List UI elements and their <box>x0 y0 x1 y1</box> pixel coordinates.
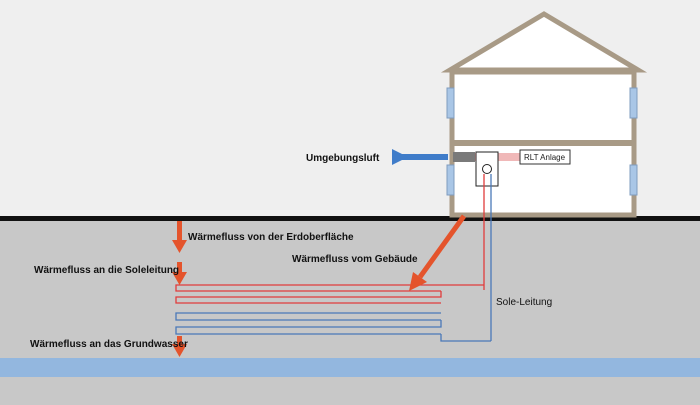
arrow-shaft-brine <box>177 262 182 274</box>
heat-flow-arrows <box>172 214 467 357</box>
ambient-air-label: Umgebungsluft <box>306 153 380 164</box>
window-left-lower <box>446 164 455 196</box>
brine-loops <box>175 284 491 342</box>
arrow-shaft-building <box>417 214 467 279</box>
house-floor-slab <box>450 140 636 146</box>
ground-surface-line <box>0 216 700 221</box>
brine-line-label: Sole-Leitung <box>496 297 552 308</box>
soil-area <box>0 219 700 405</box>
orange-down-arrow-icon <box>172 240 187 253</box>
circle-pump-icon <box>482 164 492 174</box>
brine-loop-red-2 <box>175 291 442 304</box>
arrow-shaft-surface <box>177 221 182 241</box>
heat-flow-groundwater-label: Wärmefluss an das Grundwasser <box>30 339 188 350</box>
orange-down-arrow-icon <box>172 272 187 285</box>
house <box>440 11 648 218</box>
orange-down-arrow-icon <box>172 344 187 357</box>
window-right-lower <box>629 164 638 196</box>
rlt-label: RLT Anlage <box>524 153 566 162</box>
window-left-upper <box>446 87 455 119</box>
window-right-upper <box>629 87 638 119</box>
heat-flow-surface-label: Wärmefluss von der Erdoberfläche <box>188 232 354 243</box>
house-roof <box>440 11 648 73</box>
heat-flow-building-label: Wärmefluss vom Gebäude <box>292 254 418 265</box>
groundwater-layer <box>0 358 700 377</box>
brine-loop-blue-2 <box>175 320 442 335</box>
orange-diagonal-arrow-icon <box>409 272 427 291</box>
heat-flow-brine-label: Wärmefluss an die Soleleitung <box>34 265 179 276</box>
brine-connector-blue <box>440 334 491 342</box>
rlt-label-box <box>519 149 571 165</box>
air-duct-gray <box>453 152 475 162</box>
brine-loop-red-1 <box>175 284 441 292</box>
air-inlet-arrow-icon <box>392 149 408 165</box>
arrow-shaft-groundwater <box>177 336 182 346</box>
brine-loop-blue-1 <box>175 312 441 321</box>
